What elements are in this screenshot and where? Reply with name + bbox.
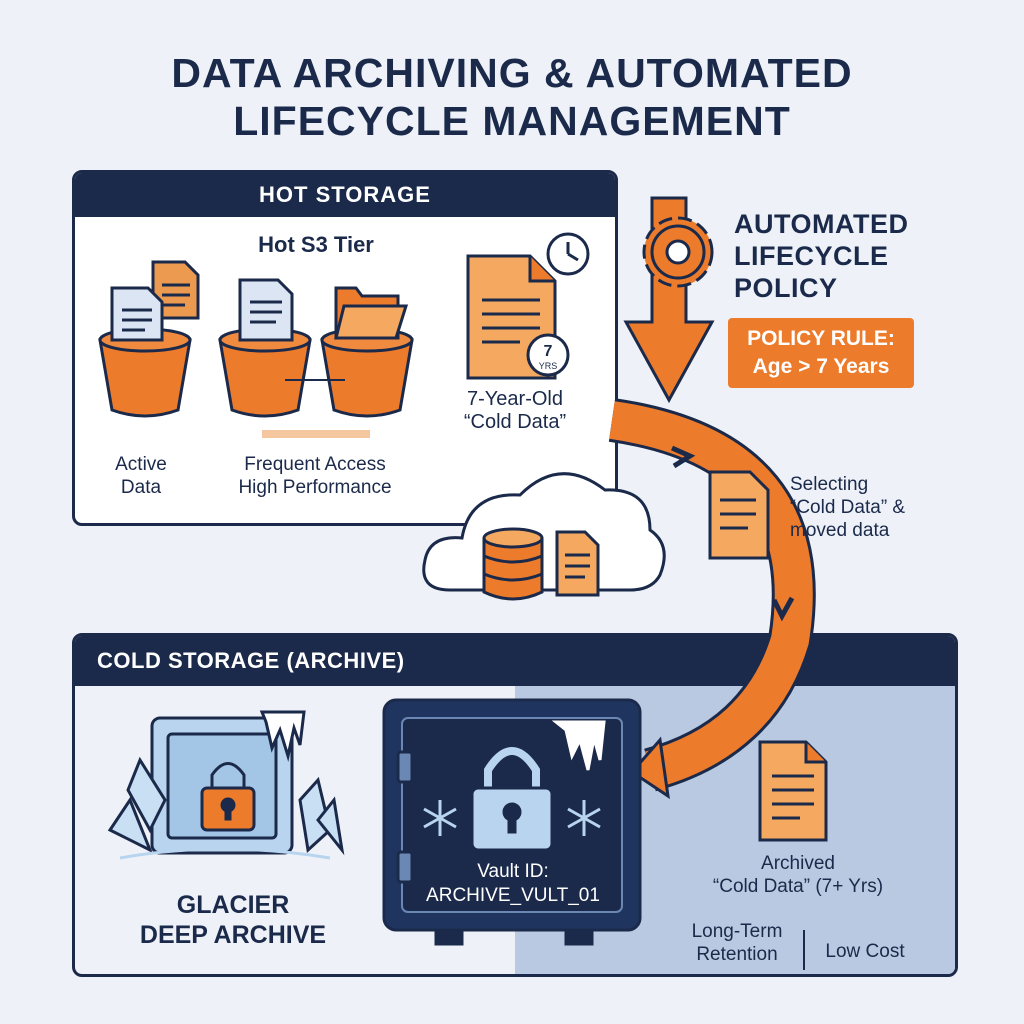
transfer-line-3: moved data <box>790 520 890 541</box>
moving-document-icon <box>708 470 770 560</box>
document-icon <box>555 530 600 597</box>
vault-id-value: ARCHIVE_VULT_01 <box>426 885 600 906</box>
bucket-icon <box>218 327 312 418</box>
page-title-line-1: DATA ARCHIVING & AUTOMATED <box>171 50 853 96</box>
snowflake-icon <box>423 800 457 836</box>
folder-icon <box>334 286 409 340</box>
cold-divider <box>803 930 805 970</box>
highlight-bar <box>262 430 370 438</box>
policy-rule-line-1: POLICY RULE: <box>747 327 895 350</box>
hot-tier-label: Hot S3 Tier <box>258 232 374 257</box>
policy-title: AUTOMATED LIFECYCLE POLICY <box>734 208 909 304</box>
old-data-label: 7-Year-Old “Cold Data” <box>430 388 600 434</box>
policy-title-line-1: AUTOMATED <box>734 209 909 239</box>
glacier-label: GLACIER DEEP ARCHIVE <box>110 890 356 950</box>
transfer-line-1: Selecting <box>790 474 869 495</box>
retention-line-1: Long-Term <box>691 921 783 942</box>
retention-label: Long-Term Retention <box>672 920 802 966</box>
old-data-line-2: “Cold Data” <box>463 411 567 433</box>
policy-title-line-2: LIFECYCLE <box>734 241 889 271</box>
clock-icon <box>546 232 590 276</box>
document-icon <box>110 286 164 342</box>
archived-line-2: “Cold Data” (7+ Yrs) <box>712 876 884 897</box>
frequent-access-label: Frequent Access High Performance <box>205 453 425 499</box>
snowflake-icon <box>567 800 601 836</box>
archived-document-icon <box>758 740 828 842</box>
vault-padlock-icon <box>470 747 554 852</box>
transfer-curved-arrow <box>608 398 816 800</box>
active-data-label: Active Data <box>86 453 196 499</box>
page-title-line-2: LIFECYCLE MANAGEMENT <box>233 98 791 144</box>
vault-id-title: Vault ID: <box>477 861 549 882</box>
transfer-label: Selecting “Cold Data” & moved data <box>790 473 940 542</box>
bucket-icon <box>98 327 192 418</box>
archived-line-1: Archived <box>761 853 835 874</box>
document-icon <box>238 278 294 342</box>
glacier-line-1: GLACIER <box>176 891 290 919</box>
archived-label: Archived “Cold Data” (7+ Yrs) <box>668 852 928 898</box>
frequent-access-line-1: Frequent Access <box>244 454 386 475</box>
policy-rule-badge: POLICY RULE: Age > 7 Years <box>728 318 914 388</box>
transfer-line-2: “Cold Data” & <box>790 497 906 518</box>
active-data-line-1: Active <box>115 454 167 475</box>
policy-title-line-3: POLICY <box>734 273 838 303</box>
frequent-access-line-2: High Performance <box>238 477 392 498</box>
low-cost-label: Low Cost <box>825 941 905 962</box>
padlock-icon <box>200 762 256 832</box>
retention-line-2: Retention <box>696 944 778 965</box>
bucket-icon <box>320 327 414 418</box>
active-data-line-2: Data <box>120 477 162 498</box>
vault-id-label: Vault ID: ARCHIVE_VULT_01 <box>400 860 626 908</box>
cloud-icon <box>422 472 666 592</box>
database-icon <box>482 527 544 601</box>
old-data-line-1: 7-Year-Old <box>467 388 563 410</box>
glacier-line-2: DEEP ARCHIVE <box>139 921 327 949</box>
gear-icon <box>642 216 714 288</box>
age-badge-icon: 7 YRS <box>526 333 570 377</box>
hot-storage-header: HOT STORAGE <box>75 173 615 217</box>
badge-number: 7 <box>544 343 553 360</box>
policy-rule-line-2: Age > 7 Years <box>752 355 890 378</box>
glacier-vault-icon <box>107 710 345 860</box>
badge-unit: YRS <box>539 361 558 371</box>
